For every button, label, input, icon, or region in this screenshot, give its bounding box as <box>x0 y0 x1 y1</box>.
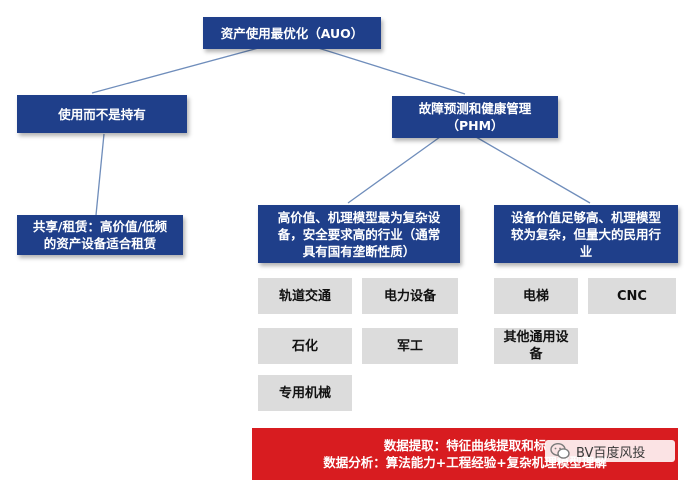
high-value-industries-node: 高价值、机理模型最为复杂设 备，安全要求高的行业（通常 具有国有垄断性质） <box>258 205 460 263</box>
sharing-leasing-line2: 的资产设备适合租赁 <box>43 236 157 251</box>
item-rail-transit-label: 轨道交通 <box>278 288 331 304</box>
civil-line2: 较为复杂，但量大的民用行 <box>510 226 661 242</box>
item-power-equipment: 电力设备 <box>362 278 458 314</box>
item-military: 军工 <box>362 328 458 364</box>
phm-label-line2: （PHM） <box>446 118 504 133</box>
watermark-text: BV百度风投 <box>576 445 646 461</box>
sharing-leasing-node: 共享/租赁：高价值/低频 的资产设备适合租赁 <box>17 215 183 255</box>
high-value-line1: 高价值、机理模型最为复杂设 <box>277 209 441 225</box>
root-label: 资产使用最优化（AUO） <box>220 25 364 41</box>
item-cnc: CNC <box>588 278 676 314</box>
connector-root-right <box>314 46 466 95</box>
connector-phm-high <box>347 136 441 204</box>
item-rail-transit: 轨道交通 <box>258 278 352 314</box>
use-not-own-node: 使用而不是持有 <box>17 95 187 133</box>
item-general-equipment-line1: 其他通用设 <box>503 330 569 345</box>
watermark: BV百度风投 <box>545 440 675 462</box>
civil-industries-node: 设备价值足够高、机理模型 较为复杂，但量大的民用行 业 <box>494 205 678 263</box>
item-elevator-label: 电梯 <box>522 288 549 304</box>
data-capability-banner: 数据提取：特征曲线提取和标 数据分析：算法能力+工程经验+复杂机理模型理解 <box>252 428 678 480</box>
item-power-equipment-label: 电力设备 <box>383 288 436 304</box>
item-general-equipment: 其他通用设 备 <box>494 328 578 364</box>
civil-line3: 业 <box>579 243 593 259</box>
connector-root-left <box>91 46 263 94</box>
connector-left-detail <box>95 133 105 216</box>
item-petrochemical-label: 石化 <box>291 338 318 354</box>
item-special-machinery-label: 专用机械 <box>278 385 331 401</box>
high-value-line3: 具有国有垄断性质） <box>302 243 416 259</box>
civil-line1: 设备价值足够高、机理模型 <box>510 209 661 225</box>
phm-node: 故障预测和健康管理 （PHM） <box>392 96 558 138</box>
phm-label-line1: 故障预测和健康管理 <box>418 101 532 116</box>
sharing-leasing-line1: 共享/租赁：高价值/低频 <box>32 219 168 234</box>
wechat-icon <box>550 442 570 459</box>
banner-data-analysis: 数据分析：算法能力+工程经验+复杂机理模型理解 <box>323 455 607 470</box>
item-special-machinery: 专用机械 <box>258 375 352 411</box>
item-cnc-label: CNC <box>617 288 647 304</box>
use-not-own-label: 使用而不是持有 <box>58 106 146 122</box>
root-node: 资产使用最优化（AUO） <box>203 17 381 49</box>
item-elevator: 电梯 <box>494 278 578 314</box>
high-value-line2: 备，安全要求高的行业（通常 <box>277 226 441 242</box>
item-petrochemical: 石化 <box>258 328 352 364</box>
item-military-label: 军工 <box>396 338 423 354</box>
banner-data-extraction: 数据提取：特征曲线提取和标 <box>383 438 547 453</box>
connector-phm-civil <box>475 136 591 204</box>
item-general-equipment-line2: 备 <box>529 347 543 362</box>
